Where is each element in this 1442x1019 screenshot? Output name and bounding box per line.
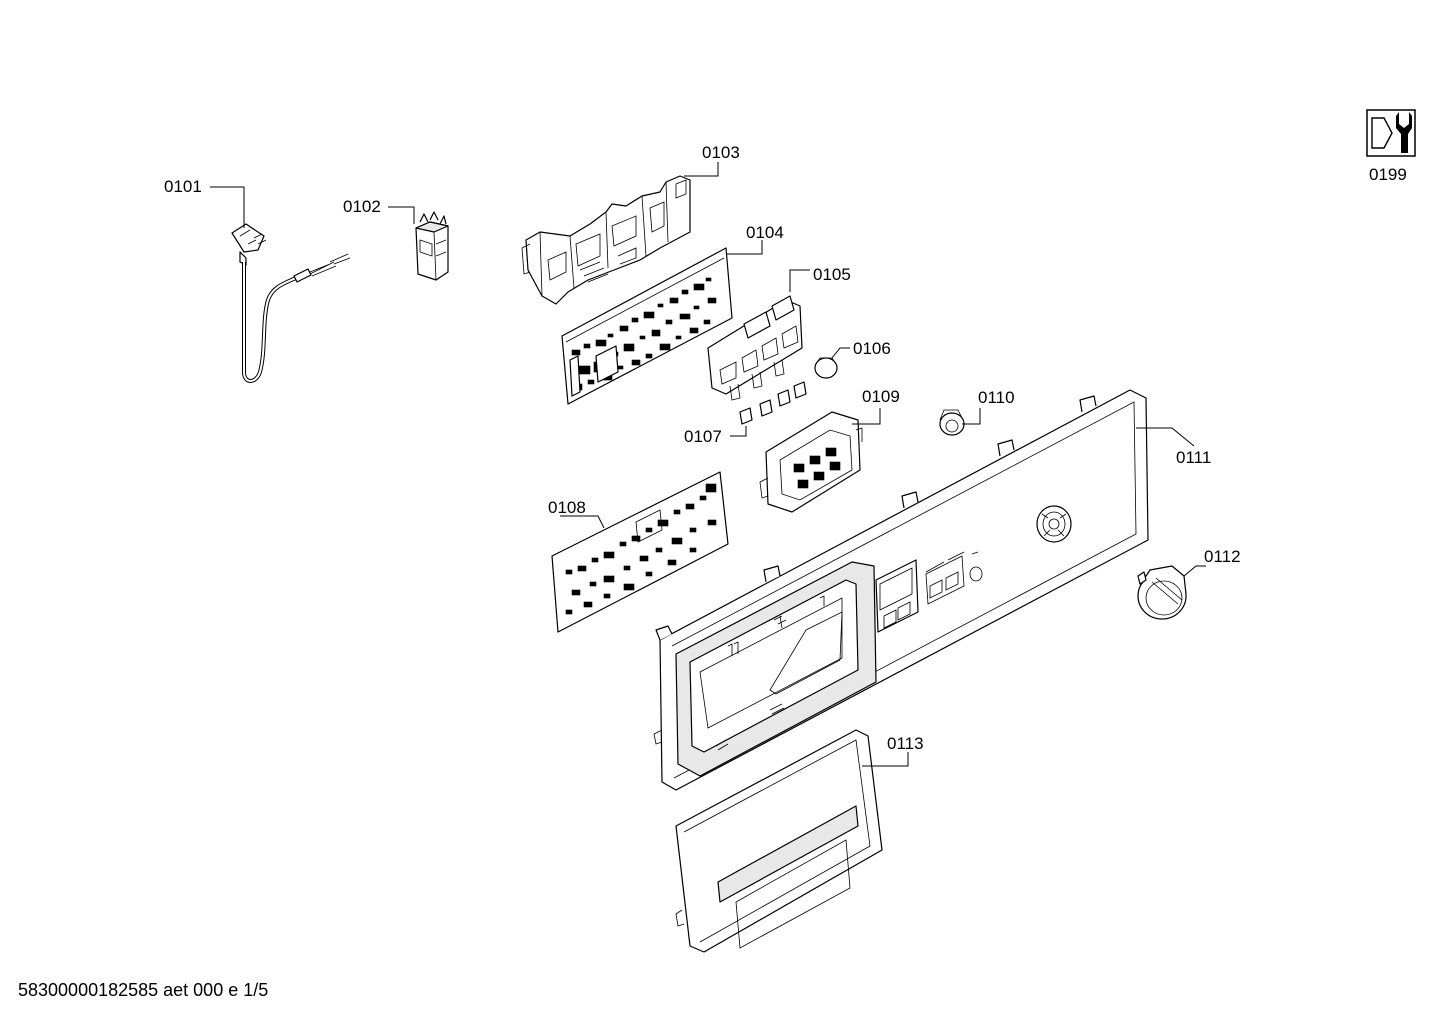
label-0110: 0110 (978, 388, 1015, 407)
label-0109: 0109 (862, 387, 900, 406)
part-0113-drawer-handle (675, 729, 883, 953)
label-0104: 0104 (746, 223, 784, 242)
label-0102: 0102 (343, 197, 381, 216)
label-0108: 0108 (548, 498, 586, 517)
label-0113: 0113 (887, 734, 924, 753)
label-0112: 0112 (1204, 547, 1241, 566)
part-0110-rotary-encoder (939, 409, 965, 436)
part-0105-key-holder (707, 295, 803, 401)
document-footer: 58300000182585 aet 000 e 1/5 (18, 980, 269, 1000)
part-0109-display-holder (759, 411, 863, 513)
label-0107: 0107 (684, 427, 722, 446)
service-wrench-icon (1366, 109, 1416, 157)
label-0101: 0101 (164, 177, 202, 196)
part-0103-module-housing (521, 175, 691, 305)
part-0102-interference-filter (415, 211, 449, 281)
part-0111-fascia-panel (653, 389, 1149, 791)
label-0111: 0111 (1176, 448, 1211, 467)
label-0199: 0199 (1369, 165, 1407, 184)
part-0107-keys (739, 381, 807, 425)
label-0105: 0105 (813, 265, 851, 284)
label-0106: 0106 (853, 339, 891, 358)
part-0104-main-pcb (561, 247, 733, 405)
part-0106-push-button (814, 357, 838, 379)
part-0101-power-cord (231, 223, 351, 383)
label-0103: 0103 (702, 143, 740, 162)
part-0108-display-pcb (551, 471, 729, 633)
part-0112-selector-knob (1137, 565, 1187, 620)
